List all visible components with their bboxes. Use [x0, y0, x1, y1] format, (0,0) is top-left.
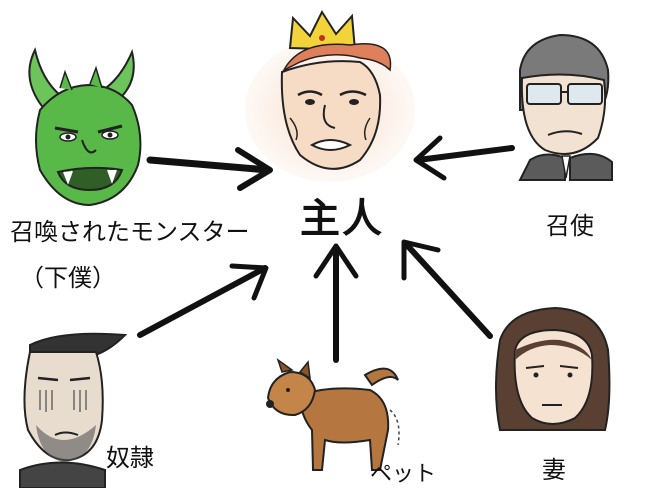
arrow-envoy-to-master — [413, 135, 515, 181]
envoy-illustration — [518, 33, 613, 181]
wife-illustration — [495, 306, 611, 431]
slave-illustration — [19, 332, 128, 488]
arrow-slave-to-master — [137, 263, 269, 338]
envoy-label: 召使 — [546, 212, 594, 240]
arrow-monster-to-master — [146, 147, 273, 191]
arrow-wife-to-master — [401, 239, 493, 339]
monster-sublabel: （下僕） — [20, 264, 116, 292]
master-king-illustration — [245, 9, 415, 182]
master-label: 主人 — [300, 196, 384, 242]
pet-dog-illustration — [266, 358, 400, 471]
wife-label: 妻 — [542, 456, 566, 484]
arrows — [137, 135, 515, 363]
monster-label: 召喚されたモンスター — [10, 218, 250, 246]
pet-label: ペット — [370, 462, 437, 487]
slave-label: 奴隷 — [106, 444, 154, 472]
arrow-pet-to-master — [313, 243, 359, 363]
monster-illustration — [28, 47, 142, 207]
